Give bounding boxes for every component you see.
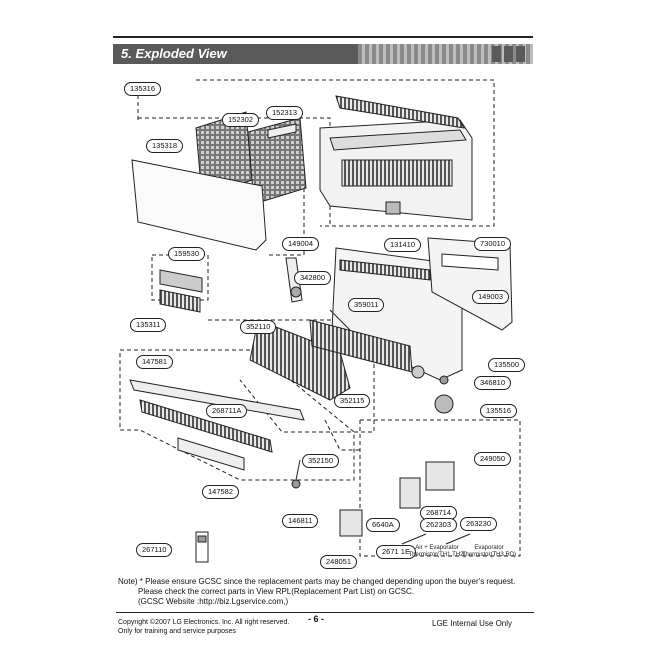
replacement-note: Note) * Please ensure GCSC since the rep… bbox=[118, 577, 515, 607]
caption-line: Thermistor(TH3,RD) bbox=[461, 552, 517, 558]
part-label: 159530 bbox=[168, 247, 206, 261]
part-label: 359011 bbox=[348, 298, 385, 312]
part-label: 352150 bbox=[302, 454, 340, 468]
section-title: 5. Exploded View bbox=[121, 46, 227, 61]
part-label: 147581 bbox=[136, 355, 174, 369]
section-header: 5. Exploded View bbox=[113, 44, 533, 64]
air-thermistor-caption: Air + Evaporator Thermistor(TH1,TH2) bbox=[404, 545, 470, 559]
part-label: 135318 bbox=[146, 139, 184, 153]
part-label: 135516 bbox=[480, 404, 518, 418]
part-label: 267110 bbox=[136, 543, 173, 557]
note-line-2: Please check the correct parts in View R… bbox=[138, 587, 414, 596]
part-label: 146811 bbox=[282, 514, 319, 528]
part-label: 342800 bbox=[294, 271, 332, 285]
part-label: 147582 bbox=[202, 485, 240, 499]
top-rule bbox=[113, 36, 533, 38]
part-label: 730010 bbox=[474, 237, 512, 251]
footer-rule bbox=[116, 612, 534, 613]
caption-line: Evaporator bbox=[474, 545, 504, 551]
part-label: 352110 bbox=[240, 320, 277, 334]
part-label: 149003 bbox=[472, 290, 510, 304]
copyright-text: Copyright ©2007 LG Electronics. Inc. All… bbox=[118, 619, 290, 626]
part-label: 131410 bbox=[384, 238, 422, 252]
training-text: Only for training and service purposes bbox=[118, 628, 236, 635]
part-label: 6640A bbox=[366, 518, 400, 532]
part-label: 346810 bbox=[474, 376, 512, 390]
internal-use-text: LGE Internal Use Only bbox=[432, 619, 513, 628]
part-label: 152302 bbox=[222, 113, 260, 127]
part-label: 249050 bbox=[474, 452, 512, 466]
part-label: 248051 bbox=[320, 555, 358, 569]
part-label: 152313 bbox=[266, 106, 304, 120]
page-number: - 6 - bbox=[308, 614, 325, 624]
header-stripes bbox=[358, 44, 533, 64]
part-label: 135311 bbox=[130, 318, 167, 332]
part-label: 135500 bbox=[488, 358, 526, 372]
part-label: 2671 1E bbox=[376, 545, 416, 559]
note-line-1: Note) * Please ensure GCSC since the rep… bbox=[118, 577, 516, 586]
part-label: 263230 bbox=[460, 517, 498, 531]
evaporator-thermistor-caption: Evaporator Thermistor(TH3,RD) bbox=[456, 545, 522, 559]
part-label: 352115 bbox=[334, 394, 371, 408]
header-blocks bbox=[492, 46, 525, 62]
part-label: 149004 bbox=[282, 237, 320, 251]
note-line-3: (GCSC Website :http://biz.Lgservice.com,… bbox=[138, 597, 289, 606]
footer-left: Copyright ©2007 LG Electronics. Inc. All… bbox=[118, 618, 289, 636]
caption-line: Thermistor(TH1,TH2) bbox=[408, 552, 466, 558]
part-label: 135316 bbox=[124, 82, 162, 96]
part-label: 262303 bbox=[420, 518, 458, 532]
caption-line: Air + Evaporator bbox=[415, 545, 459, 551]
part-label: 268711A bbox=[206, 404, 248, 418]
